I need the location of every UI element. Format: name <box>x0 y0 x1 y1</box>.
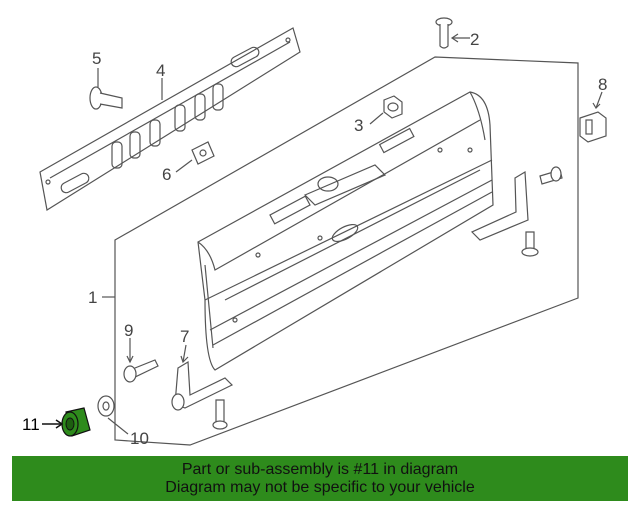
callout-4: 4 <box>156 61 165 80</box>
callout-2: 2 <box>470 30 479 49</box>
bracket-part-7 <box>171 360 234 430</box>
nut-part-3 <box>383 95 403 119</box>
block-part-8 <box>579 111 607 143</box>
banner-line-1: Part or sub-assembly is #11 in diagram <box>181 461 459 478</box>
callout-10: 10 <box>130 429 149 448</box>
callout-6: 6 <box>162 165 171 184</box>
parts-diagram: 1 2 3 4 5 6 7 8 9 10 11 <box>22 17 607 448</box>
bolt-part-9 <box>123 359 159 383</box>
callout-11: 11 <box>22 415 40 434</box>
pin-part-5 <box>89 86 123 110</box>
highlighted-part-11 <box>61 407 91 437</box>
bolt-part-2 <box>435 17 453 49</box>
washer-part-10 <box>97 395 115 417</box>
callout-9: 9 <box>124 321 133 340</box>
banner-line-2: Diagram may not be specific to your vehi… <box>165 479 475 496</box>
side-bracket <box>470 166 563 257</box>
callout-8: 8 <box>598 75 607 94</box>
clip-part-6 <box>191 141 215 165</box>
callout-7: 7 <box>180 327 189 346</box>
callout-1: 1 <box>88 288 97 307</box>
info-banner: Part or sub-assembly is #11 in diagram D… <box>12 456 628 501</box>
assembly-outline <box>114 56 579 446</box>
tailgate-shell <box>197 91 494 371</box>
callout-3: 3 <box>354 116 363 135</box>
hinge-strip-part-4 <box>39 27 301 211</box>
callout-5: 5 <box>92 49 101 68</box>
